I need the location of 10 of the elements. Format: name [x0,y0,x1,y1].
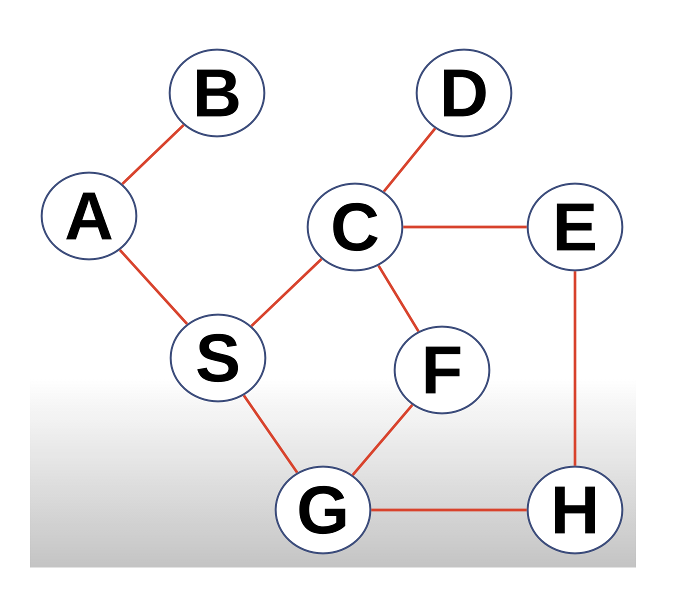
connector-line [371,508,527,512]
connector-line [403,226,527,228]
connector-line [242,394,298,474]
connector-line [121,124,185,185]
connector-line [382,128,436,192]
connector-line [377,265,420,332]
connector-line [250,258,322,327]
connector-line [352,404,414,476]
connector-line [118,249,188,325]
connector-line [574,271,576,466]
